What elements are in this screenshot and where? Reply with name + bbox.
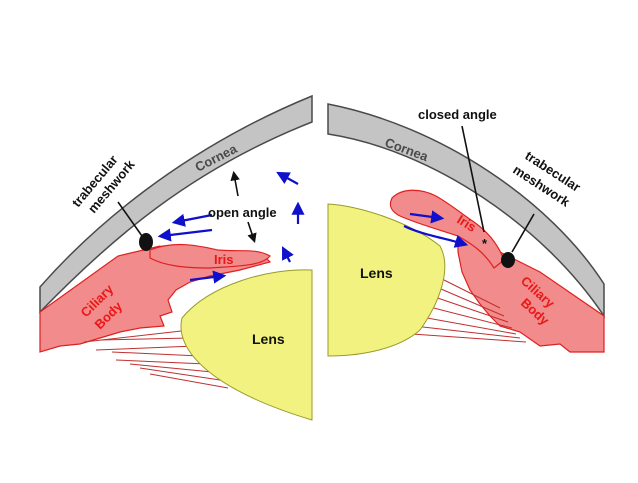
left-iris-label: Iris: [214, 252, 234, 267]
left-iris: [149, 243, 271, 269]
left-cornea: [39, 94, 313, 314]
right-closed-angle-label: closed angle: [418, 107, 497, 122]
flow-arrow: [157, 228, 213, 242]
left-lens-label: Lens: [252, 331, 285, 347]
right-lens-label: Lens: [360, 265, 393, 281]
left-trabecular-meshwork: [139, 233, 153, 251]
right-flow-arrows: [403, 210, 469, 248]
right-trabecular-pointer: [511, 213, 535, 253]
left-open-angle-label: open angle: [208, 205, 277, 220]
left-trabecular-pointer: [117, 201, 143, 237]
right-closed-angle-pointer: [461, 125, 485, 233]
left-panel: Cornea trabecular meshwork open angle Ir…: [39, 94, 313, 421]
left-flow-arrows: [157, 171, 305, 284]
flow-arrow: [171, 213, 213, 227]
flow-arrow: [276, 171, 299, 185]
left-open-angle-pointer-1: [230, 170, 240, 197]
right-lens: [327, 203, 446, 357]
left-open-angle-pointer-2: [247, 221, 257, 244]
flow-arrow: [282, 246, 294, 263]
right-asterisk-label: *: [482, 236, 488, 251]
flow-arrow: [403, 225, 469, 248]
flow-arrow: [409, 210, 445, 224]
flow-arrow: [189, 270, 227, 284]
right-iris: [389, 189, 505, 269]
left-lens: [180, 269, 313, 421]
right-panel: Cornea closed angle trabecular meshwork …: [327, 103, 605, 357]
right-trabecular-meshwork: [501, 252, 515, 268]
left-zonule-fibers: [83, 329, 229, 389]
